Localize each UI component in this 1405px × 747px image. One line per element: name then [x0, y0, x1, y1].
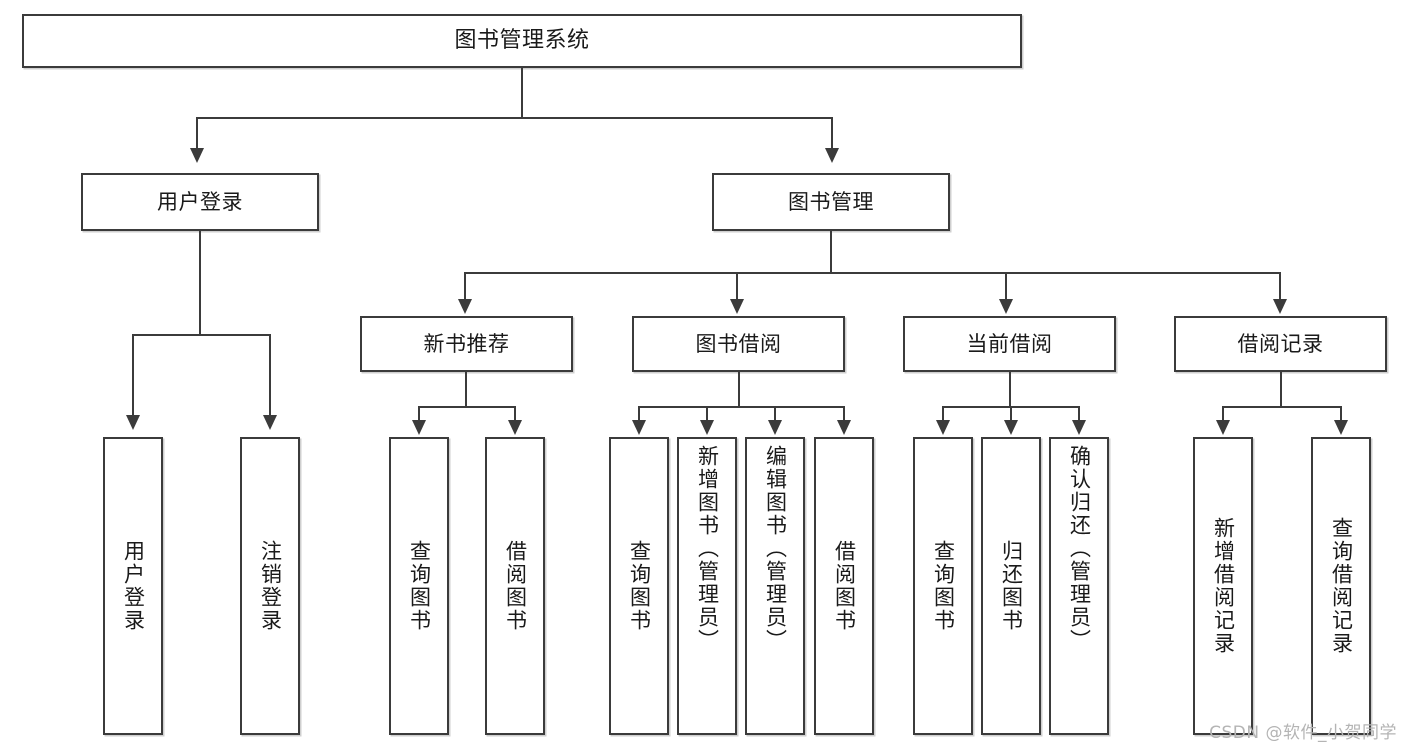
node-label: 图书管理系统: [454, 28, 590, 54]
leaf-book-borrow-query-book[interactable]: 查询图书: [609, 437, 669, 735]
node-label: 查询图书: [931, 540, 956, 632]
leaf-new-book-borrow-book[interactable]: 借阅图书: [485, 437, 545, 735]
connector-br-to-leaf-1: [1222, 406, 1224, 422]
connector-user-login-bus: [132, 334, 271, 336]
connector-user-login-to-leaf-1: [132, 334, 134, 417]
arrow-bb-to-leaf-2: [700, 420, 714, 435]
connector-cb-to-leaf-3: [1078, 406, 1080, 422]
connector-borrow-record-stem: [1280, 372, 1282, 407]
arrow-cb-to-leaf-2: [1004, 420, 1018, 435]
connector-bm-to-borrow-record: [1279, 272, 1281, 302]
connector-new-book-bus: [418, 406, 516, 408]
leaf-borrow-record-query-record[interactable]: 查询借阅记录: [1311, 437, 1371, 735]
connector-cb-to-leaf-1: [942, 406, 944, 422]
watermark-text: CSDN @软件_小贺同学: [1209, 723, 1397, 743]
node-label: 注销登录: [258, 540, 283, 632]
leaf-book-borrow-borrow-book[interactable]: 借阅图书: [814, 437, 874, 735]
leaf-current-borrow-return-book[interactable]: 归还图书: [981, 437, 1041, 735]
connector-book-management-bus: [464, 272, 1281, 274]
connector-new-book-stem: [465, 372, 467, 407]
connector-root-bus: [196, 117, 833, 119]
connector-root-stem: [521, 68, 523, 117]
node-book-management[interactable]: 图书管理: [712, 173, 950, 231]
node-label: 借阅图书: [832, 540, 857, 632]
arrow-bm-to-new-book: [458, 299, 472, 314]
arrow-bm-to-book-borrow: [730, 299, 744, 314]
arrow-bm-to-current-borrow: [999, 299, 1013, 314]
connector-bm-to-book-borrow: [736, 272, 738, 302]
node-label: 当前借阅: [966, 331, 1053, 356]
node-current-borrow[interactable]: 当前借阅: [903, 316, 1116, 372]
node-label: 图书借阅: [695, 331, 782, 356]
leaf-new-book-query-book[interactable]: 查询图书: [389, 437, 449, 735]
node-label: 查询图书: [407, 540, 432, 632]
arrow-new-book-to-leaf-2: [508, 420, 522, 435]
arrow-bb-to-leaf-4: [837, 420, 851, 435]
node-book-borrow[interactable]: 图书借阅: [632, 316, 845, 372]
leaf-user-login-login[interactable]: 用户登录: [103, 437, 163, 735]
connector-user-login-stem: [199, 231, 201, 335]
arrow-bb-to-leaf-3: [768, 420, 782, 435]
node-new-book-recommend[interactable]: 新书推荐: [360, 316, 573, 372]
leaf-current-borrow-query-book[interactable]: 查询图书: [913, 437, 973, 735]
arrow-bb-to-leaf-1: [632, 420, 646, 435]
connector-br-to-leaf-2: [1340, 406, 1342, 422]
node-label: 借阅记录: [1237, 331, 1324, 356]
connector-book-management-stem: [830, 231, 832, 273]
node-label: 编辑图书（管理员）: [763, 445, 788, 652]
node-label: 用户登录: [121, 540, 146, 632]
node-label: 新增借阅记录: [1211, 517, 1236, 655]
node-label: 用户登录: [157, 189, 243, 214]
connector-root-to-book-management: [831, 117, 833, 151]
arrow-br-to-leaf-2: [1334, 420, 1348, 435]
node-borrow-record[interactable]: 借阅记录: [1174, 316, 1387, 372]
arrow-user-login-to-leaf-1: [126, 415, 140, 430]
node-user-login[interactable]: 用户登录: [81, 173, 319, 231]
arrow-root-to-user-login: [190, 148, 204, 163]
arrow-user-login-to-leaf-2: [263, 415, 277, 430]
connector-user-login-to-leaf-2: [269, 334, 271, 417]
node-label: 新书推荐: [423, 331, 510, 356]
connector-new-book-to-leaf-1: [418, 406, 420, 422]
node-label: 查询借阅记录: [1329, 517, 1354, 655]
node-label: 归还图书: [999, 540, 1024, 632]
node-label: 确认归还（管理员）: [1067, 445, 1092, 652]
leaf-book-borrow-add-book-admin[interactable]: 新增图书（管理员）: [677, 437, 737, 735]
connector-bm-to-current-borrow: [1005, 272, 1007, 302]
leaf-user-login-logout[interactable]: 注销登录: [240, 437, 300, 735]
leaf-book-borrow-edit-book-admin[interactable]: 编辑图书（管理员）: [745, 437, 805, 735]
arrow-new-book-to-leaf-1: [412, 420, 426, 435]
arrow-br-to-leaf-1: [1216, 420, 1230, 435]
connector-bb-to-leaf-4: [843, 406, 845, 422]
connector-book-borrow-bus: [638, 406, 845, 408]
node-label: 新增图书（管理员）: [695, 445, 720, 652]
connector-bb-to-leaf-1: [638, 406, 640, 422]
arrow-root-to-book-management: [825, 148, 839, 163]
connector-book-borrow-stem: [738, 372, 740, 407]
connector-cb-to-leaf-2: [1010, 406, 1012, 422]
connector-borrow-record-bus: [1222, 406, 1342, 408]
node-label: 借阅图书: [503, 540, 528, 632]
connector-root-to-user-login: [196, 117, 198, 151]
arrow-bm-to-borrow-record: [1273, 299, 1287, 314]
connector-bm-to-new-book: [464, 272, 466, 302]
arrow-cb-to-leaf-1: [936, 420, 950, 435]
connector-bb-to-leaf-3: [774, 406, 776, 422]
connector-current-borrow-stem: [1009, 372, 1011, 407]
leaf-borrow-record-add-record[interactable]: 新增借阅记录: [1193, 437, 1253, 735]
node-label: 查询图书: [627, 540, 652, 632]
node-label: 图书管理: [788, 189, 874, 214]
leaf-current-borrow-confirm-return-admin[interactable]: 确认归还（管理员）: [1049, 437, 1109, 735]
connector-bb-to-leaf-2: [706, 406, 708, 422]
connector-new-book-to-leaf-2: [514, 406, 516, 422]
node-root-book-management-system[interactable]: 图书管理系统: [22, 14, 1022, 68]
arrow-cb-to-leaf-3: [1072, 420, 1086, 435]
